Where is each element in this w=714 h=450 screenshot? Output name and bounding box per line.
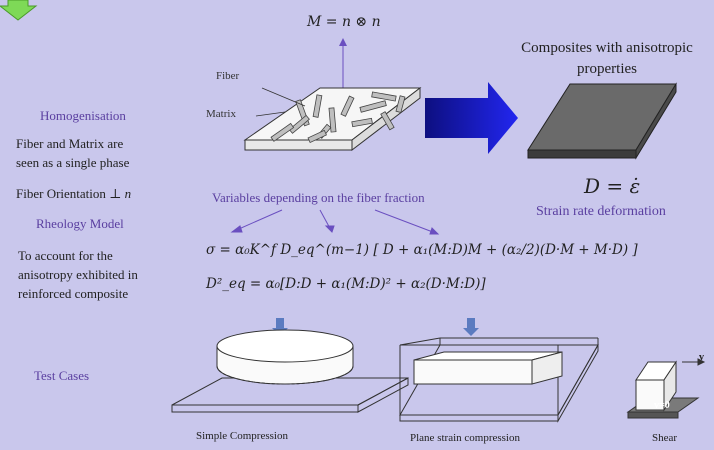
test-cases-heading: Test Cases <box>34 368 90 383</box>
matrix-label: Matrix <box>206 108 236 120</box>
homogenisation-text: Fiber and Matrix are seen as a single ph… <box>16 134 129 172</box>
matrix-pointer-line <box>255 111 286 117</box>
fiber-orientation-symbol: ⊥ n <box>109 186 132 201</box>
composite-title-line1: Composites with anisotropic <box>521 40 693 56</box>
formula-pointer-arrowhead <box>339 38 347 46</box>
composite-slab <box>527 82 677 160</box>
fiber-matrix-plate <box>243 86 422 152</box>
simple-compression-figure <box>171 329 409 413</box>
strain-rate-caption: Strain rate deformation <box>536 204 666 219</box>
orientation-tensor-formula: M = n ⊗ n <box>307 14 381 30</box>
case-label-plane-strain: Plane strain compression <box>410 432 520 444</box>
shear-figure <box>626 358 706 419</box>
plane-strain-figure <box>399 337 599 423</box>
variable-arrows <box>230 209 440 235</box>
variables-caption: Variables depending on the fiber fractio… <box>212 190 425 205</box>
fiber-label: Fiber <box>216 70 240 82</box>
fiber-orientation-row: Fiber Orientation ⊥ n <box>16 184 131 203</box>
homogenisation-heading: Homogenisation <box>40 108 126 123</box>
rheology-text: To account for the anisotropy exhibited … <box>18 246 138 303</box>
stress-equation: σ = α₀K^f D_eq^(m−1) [ D + α₁(M:D)M + (α… <box>206 242 638 258</box>
case-label-simple-compression: Simple Compression <box>196 430 288 442</box>
green-down-arrow-icon <box>0 0 38 21</box>
fiber-orientation-label: Fiber Orientation <box>16 186 106 201</box>
rheology-heading: Rheology Model <box>36 216 124 231</box>
shear-v-label: v <box>699 352 704 363</box>
case-label-shear: Shear <box>652 432 678 444</box>
composite-title-line2: properties <box>577 61 637 77</box>
rheology-text-line3: reinforced composite <box>18 286 129 301</box>
big-right-arrow-icon <box>425 82 518 154</box>
rheology-text-line2: anisotropy exhibited in <box>18 267 138 282</box>
rheology-text-line1: To account for the <box>18 248 113 263</box>
shear-v0-label: v=0 <box>654 400 670 411</box>
equivalent-strain-equation: D²_eq = α₀[D:D + α₁(M:D)² + α₂(D·M:D)] <box>206 276 486 292</box>
homogenisation-text-line1: Fiber and Matrix are <box>16 136 124 151</box>
strain-rate-formula: D = ε̇ <box>584 174 641 198</box>
homogenisation-text-line2: seen as a single phase <box>16 155 130 170</box>
fiber-pointer-line <box>261 87 306 107</box>
composite-title: Composites with anisotropic properties <box>500 38 714 80</box>
